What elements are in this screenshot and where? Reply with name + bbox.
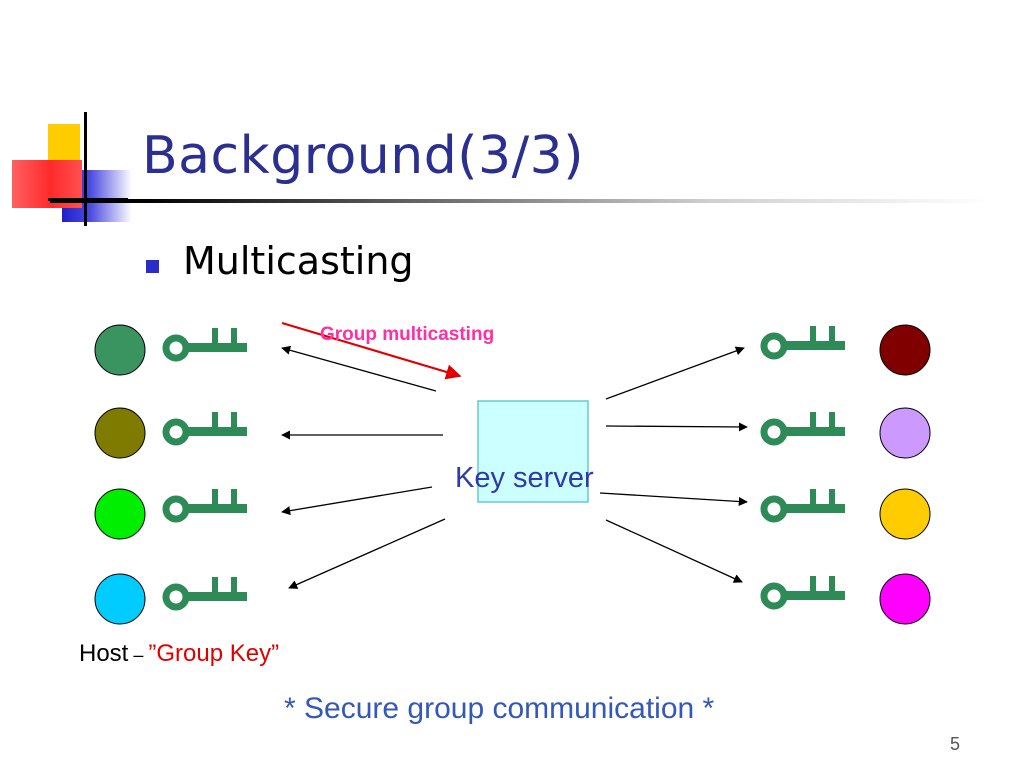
group-multicasting-label: Group multicasting (320, 324, 495, 345)
key-icon (162, 412, 247, 446)
key-icon (760, 326, 845, 360)
host-left-1 (94, 324, 146, 376)
caption-secure-group-communication: * Secure group communication * (284, 692, 715, 725)
bullet-multicasting: Multicasting (183, 239, 414, 283)
host-right-3 (879, 488, 931, 540)
key-icon (760, 489, 845, 523)
slide-title: Background(3/3) (142, 126, 584, 186)
key-server-box (477, 400, 589, 503)
host-right-1 (879, 324, 931, 376)
title-underline (50, 199, 990, 203)
decor-vertical-rule (84, 112, 87, 226)
key-icon (162, 577, 247, 611)
arrow-to-right-4 (605, 519, 743, 583)
legend-dash: – (133, 645, 144, 665)
arrow-to-right-3 (599, 492, 748, 507)
arrow-to-left-1 (281, 345, 437, 392)
key-icon (162, 489, 247, 523)
group-multicast-arrow (281, 321, 462, 380)
host-right-4 (879, 573, 931, 625)
page-number: 5 (950, 734, 961, 754)
decor-yellow-square (48, 124, 80, 160)
host-left-2 (94, 407, 146, 459)
key-icon (760, 576, 845, 610)
arrow-to-right-2 (605, 422, 748, 432)
arrow-to-left-3 (281, 486, 433, 516)
group-key-label: ”Group Key” (148, 640, 280, 667)
key-server-label: Key server (455, 462, 594, 494)
host-group-key-legend: Host–”Group Key” (79, 640, 279, 668)
arrow-to-left-4 (288, 518, 446, 589)
host-left-3 (94, 488, 146, 540)
key-icon (162, 328, 247, 362)
bullet-square-icon (146, 260, 159, 273)
key-icon (760, 412, 845, 446)
host-label: Host (79, 640, 129, 667)
host-left-4 (94, 573, 146, 625)
host-right-2 (879, 407, 931, 459)
arrow-to-right-1 (605, 346, 745, 400)
